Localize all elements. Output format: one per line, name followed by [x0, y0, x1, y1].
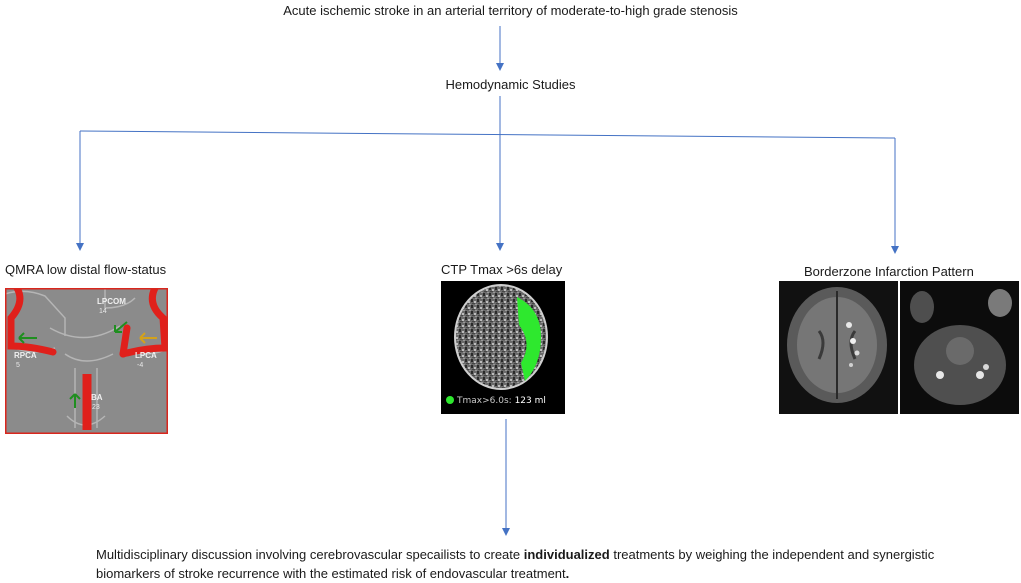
discussion-text-emphasis: individualized: [523, 547, 610, 562]
ctp-legend-label: Tmax>6.0s:: [457, 396, 512, 406]
discussion-text-part2: treatments by weighing the independent a…: [96, 547, 935, 581]
green-dot-icon: [446, 396, 454, 404]
qmra-image: LPCOM 14 RPCA 5 LPCA -4 BA 23: [5, 288, 168, 434]
rpca-label: RPCA: [14, 351, 37, 360]
ctp-legend: Tmax>6.0s: 123 ml: [446, 396, 546, 406]
qmra-vessel-diagram: [5, 288, 168, 434]
ba-value: 23: [92, 404, 100, 411]
rpca-value: 5: [16, 362, 20, 369]
qmra-title: QMRA low distal flow-status: [5, 262, 167, 277]
dwi-image-posterior-fossa: [900, 281, 1019, 414]
discussion-node-text: Multidisciplinary discussion involving c…: [96, 545, 956, 583]
lpcom-label: LPCOM: [97, 297, 126, 306]
ba-label: BA: [91, 393, 103, 402]
discussion-text-part1: Multidisciplinary discussion involving c…: [96, 547, 524, 562]
borderzone-title: Borderzone Infarction Pattern: [804, 264, 974, 279]
dwi-image-supratentorial: [779, 281, 898, 414]
discussion-text-period: .: [565, 566, 570, 581]
dwi-cerebellum-axial: [910, 289, 1012, 405]
dwi-brain-axial: [787, 287, 887, 403]
root-node-text: Acute ischemic stroke in an arterial ter…: [283, 3, 738, 18]
lpca-value: -4: [137, 362, 144, 369]
lpcom-value: 14: [99, 308, 107, 315]
hemodynamic-node-text: Hemodynamic Studies: [445, 77, 576, 92]
ctp-title: CTP Tmax >6s delay: [441, 262, 563, 277]
ctp-legend-value: 123 ml: [514, 396, 546, 406]
ctp-brain-map: [454, 284, 548, 390]
ctp-image: Tmax>6.0s: 123 ml: [441, 281, 565, 414]
branch-horizontal-line: [79, 130, 896, 139]
lpca-label: LPCA: [135, 351, 157, 360]
